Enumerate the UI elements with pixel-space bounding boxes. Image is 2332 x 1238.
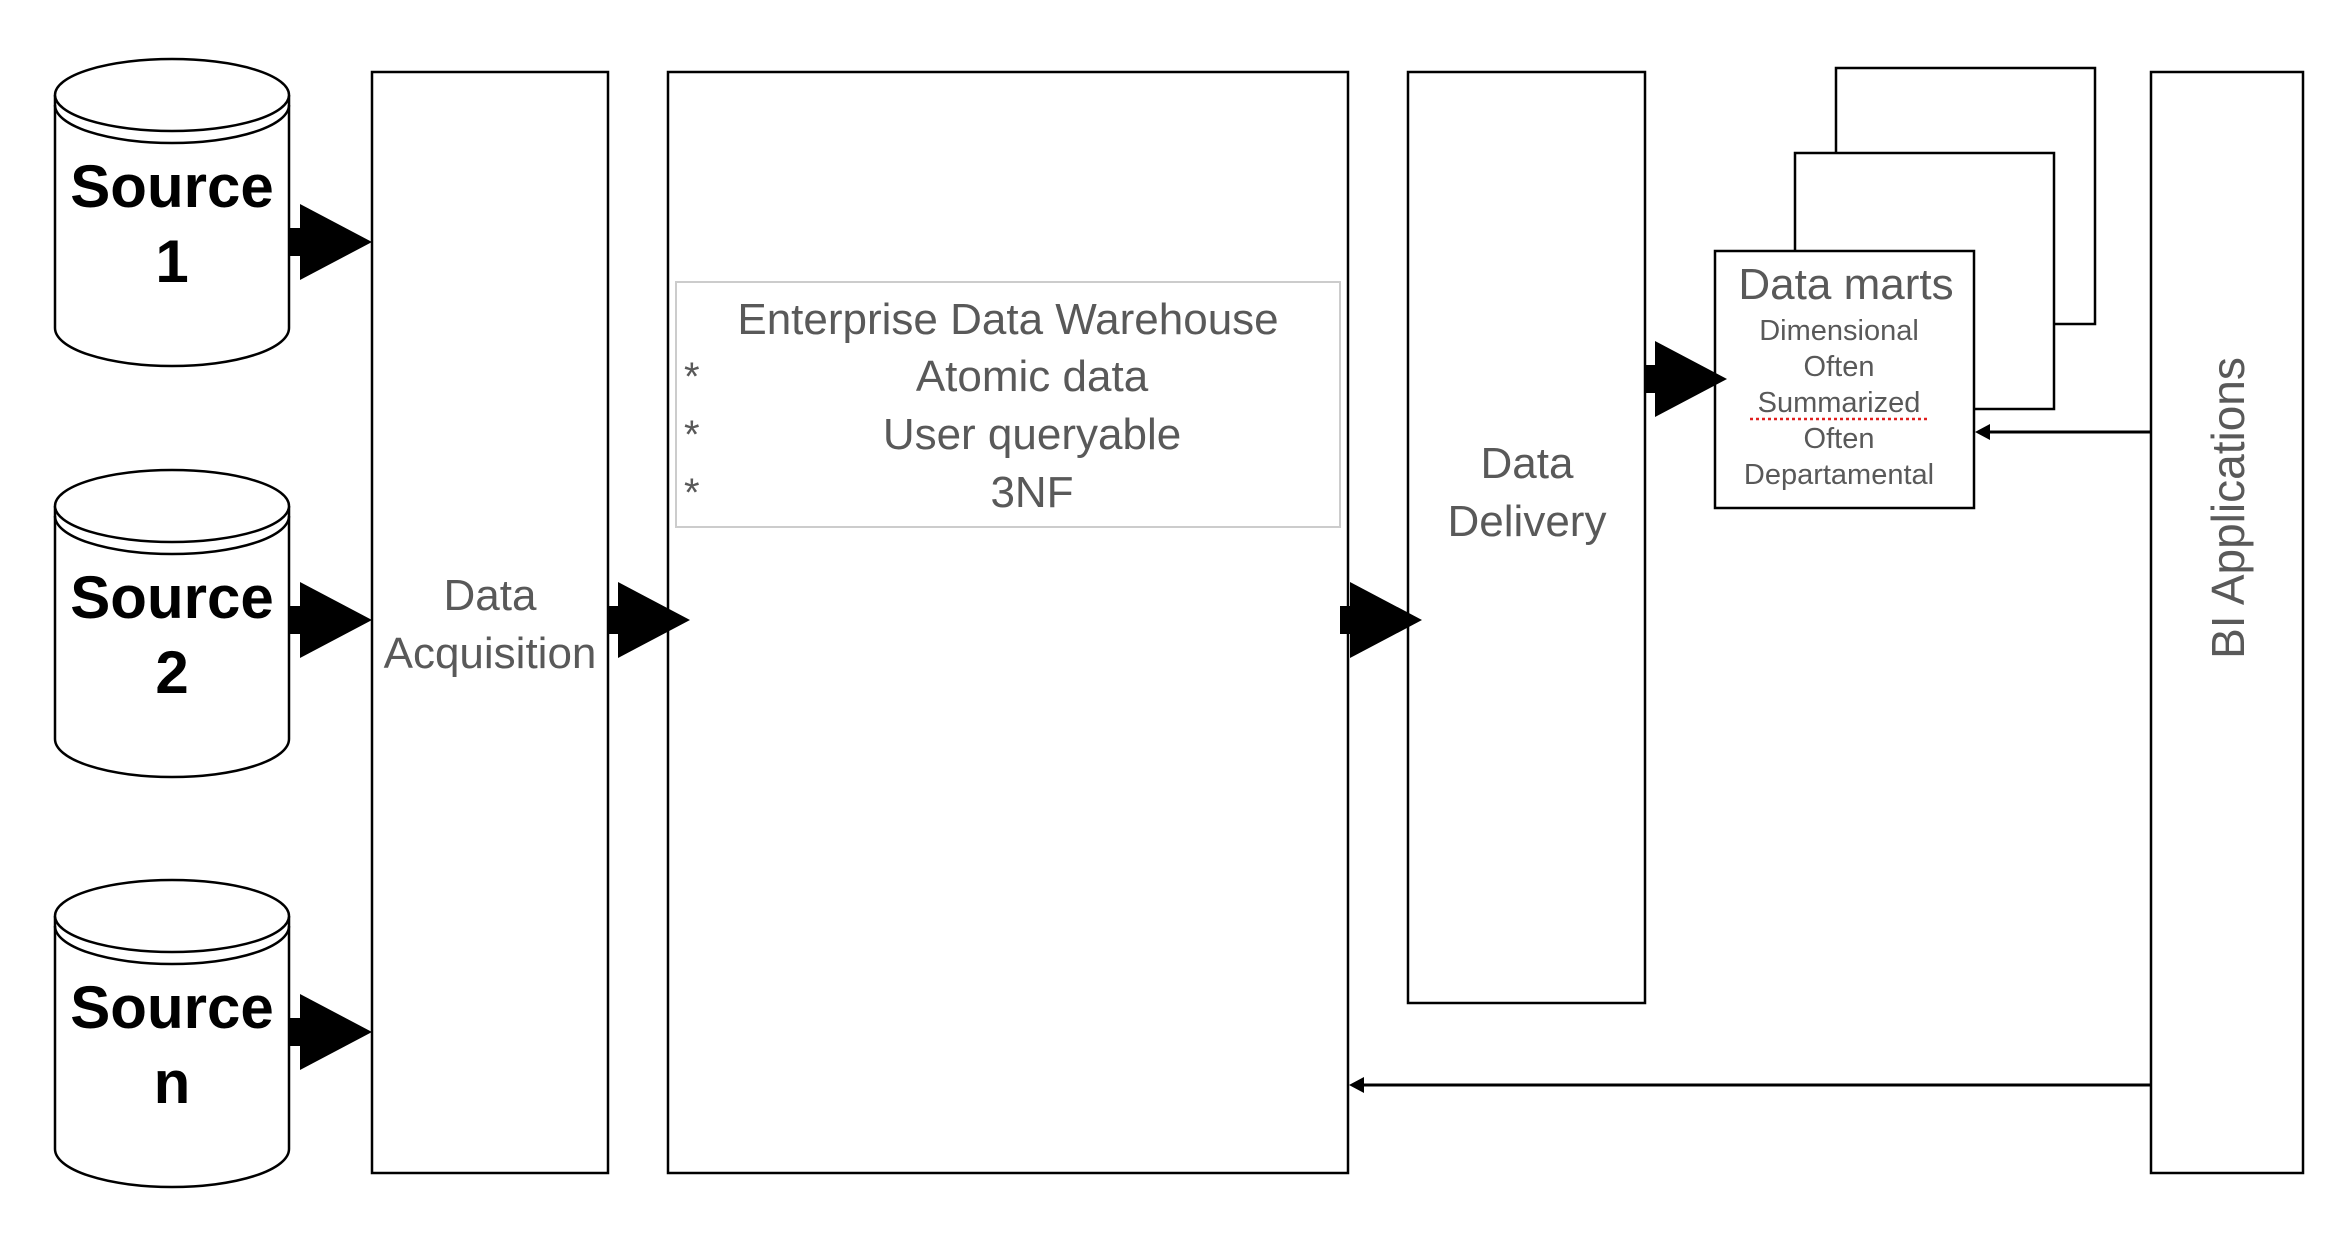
source-1-number: 1: [155, 228, 188, 295]
edw-item-atomic-data: Atomic data: [916, 352, 1149, 401]
data-marts-line-4: Often: [1804, 423, 1875, 455]
edw-item-user-queryable: User queryable: [883, 410, 1181, 459]
data-marts-line-5: Departamental: [1744, 459, 1934, 491]
data-delivery-box: Data Delivery: [1406, 70, 1647, 1005]
data-acquisition-box: Data Acquisition: [370, 70, 610, 1175]
source-1-cylinder: Source 1: [53, 57, 291, 368]
bullet-icon: *: [684, 355, 700, 399]
edw-title: Enterprise Data Warehouse: [737, 295, 1278, 344]
arrow-bi-to-data-marts: [1975, 424, 2151, 440]
data-marts-line-2: Often: [1804, 351, 1875, 383]
arrow-bi-to-edw: [1349, 1077, 2151, 1093]
source-n-label: Source: [70, 974, 273, 1041]
source-1-label: Source: [70, 153, 273, 220]
data-marts-stack: Data marts Dimensional Often Summarized …: [1713, 66, 2097, 510]
source-n-number: n: [154, 1049, 191, 1116]
data-marts-line-1: Dimensional: [1759, 315, 1919, 347]
arrow-source-1-to-acquisition: [290, 204, 372, 280]
enterprise-data-warehouse-box: Enterprise Data Warehouse * Atomic data …: [666, 70, 1350, 1175]
data-delivery-label-1: Data: [1481, 439, 1574, 488]
data-mart-front-sheet: [1713, 249, 1976, 510]
source-2-label: Source: [70, 564, 273, 631]
edw-item-3nf: 3NF: [990, 468, 1073, 517]
arrow-source-2-to-acquisition: [290, 582, 372, 658]
bullet-icon: *: [684, 471, 700, 515]
data-marts-line-3: Summarized: [1758, 387, 1921, 419]
data-delivery-label-2: Delivery: [1448, 497, 1607, 546]
arrow-source-n-to-acquisition: [290, 994, 372, 1070]
source-2-cylinder: Source 2: [53, 468, 291, 779]
bullet-icon: *: [684, 413, 700, 457]
edw-description-box: [675, 281, 1341, 528]
source-n-cylinder: Source n: [53, 878, 291, 1189]
data-acquisition-label-1: Data: [444, 571, 537, 620]
data-marts-title: Data marts: [1738, 260, 1953, 309]
bi-applications-box: BI Applications: [2149, 70, 2305, 1175]
source-2-number: 2: [155, 639, 188, 706]
bi-applications-label: BI Applications: [2202, 357, 2254, 659]
data-acquisition-label-2: Acquisition: [384, 629, 597, 678]
